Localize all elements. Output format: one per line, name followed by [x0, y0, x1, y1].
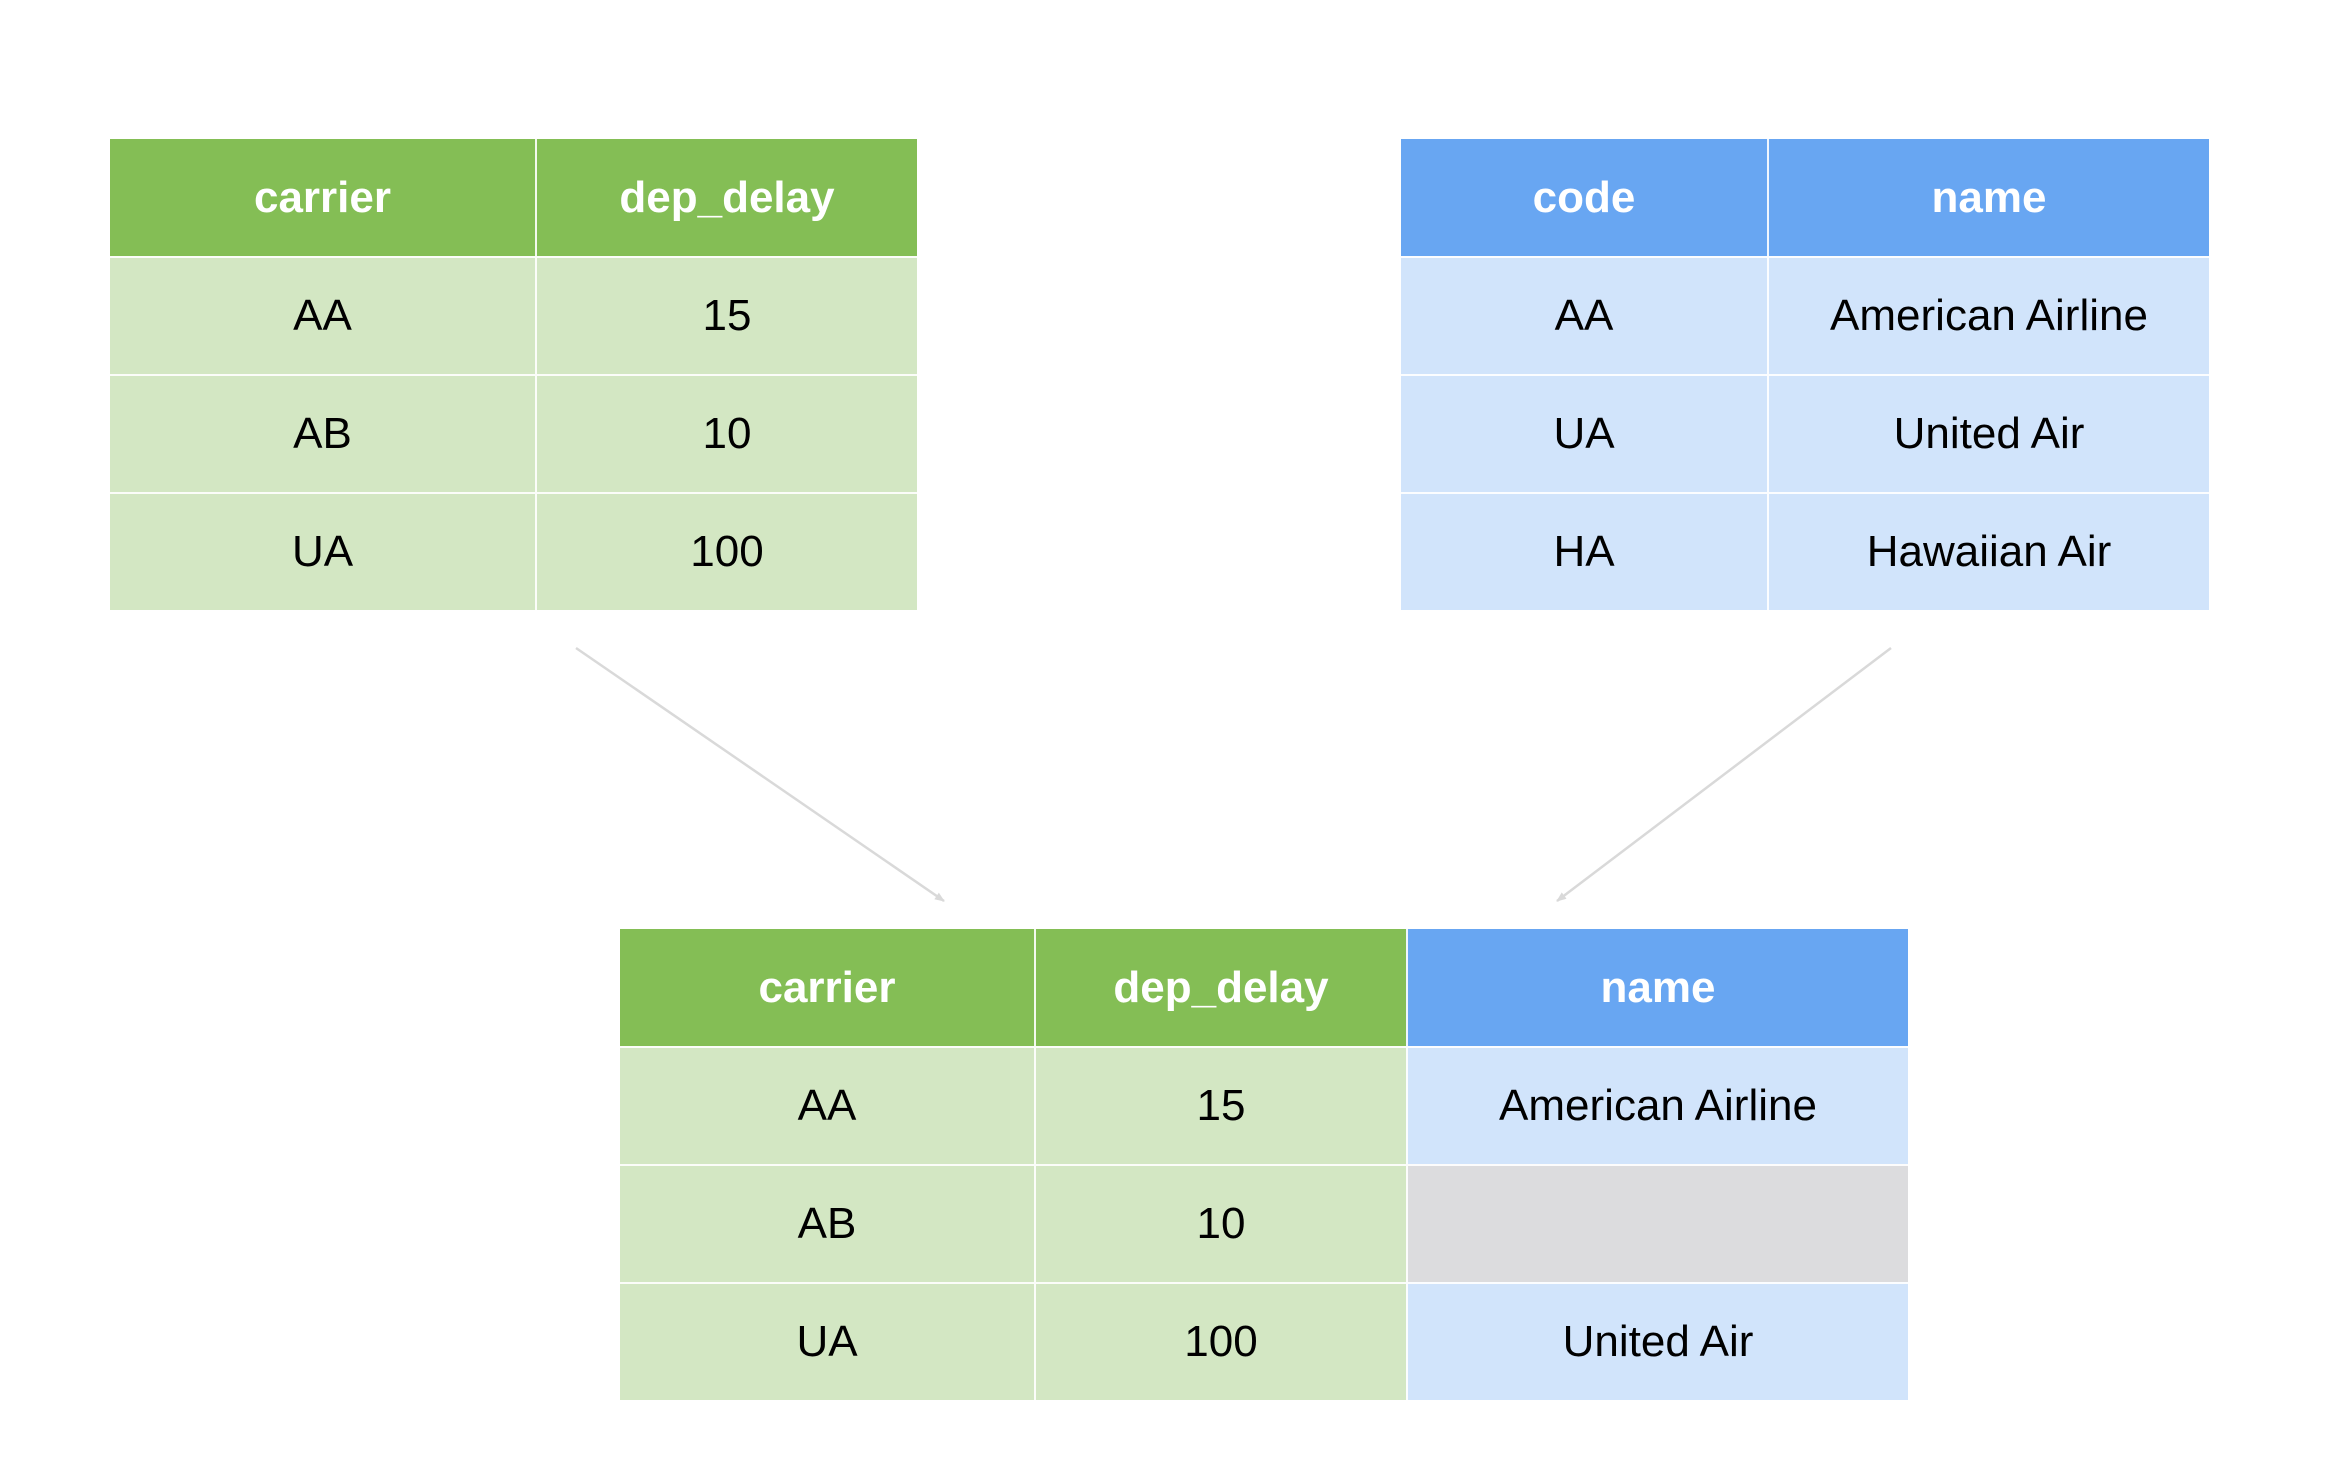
result-cell-carrier: AA	[620, 1046, 1034, 1164]
result-cell-dep-delay: 100	[1034, 1282, 1406, 1400]
result-cell-carrier: AB	[620, 1164, 1034, 1282]
result-header-name: name	[1406, 929, 1908, 1046]
left-cell-dep-delay: 15	[535, 256, 917, 374]
result-cell-dep-delay: 15	[1034, 1046, 1406, 1164]
right-header-name: name	[1767, 139, 2209, 256]
right-cell-name: United Air	[1767, 374, 2209, 492]
result-header-dep-delay: dep_delay	[1034, 929, 1406, 1046]
right-cell-code: AA	[1401, 256, 1767, 374]
left-cell-dep-delay: 100	[535, 492, 917, 610]
arrow-right-to-result	[1556, 647, 1892, 902]
result-cell-carrier: UA	[620, 1282, 1034, 1400]
right-header-code: code	[1401, 139, 1767, 256]
result-table: carrier dep_delay name AA 15 American Ai…	[620, 929, 1908, 1400]
left-header-dep-delay: dep_delay	[535, 139, 917, 256]
left-cell-carrier: AB	[110, 374, 535, 492]
result-cell-dep-delay: 10	[1034, 1164, 1406, 1282]
result-header-carrier: carrier	[620, 929, 1034, 1046]
right-cell-name: American Airline	[1767, 256, 2209, 374]
right-cell-code: UA	[1401, 374, 1767, 492]
result-cell-name: United Air	[1406, 1282, 1908, 1400]
left-header-carrier: carrier	[110, 139, 535, 256]
result-cell-name-missing	[1406, 1164, 1908, 1282]
right-cell-code: HA	[1401, 492, 1767, 610]
right-table: code name AA American Airline UA United …	[1401, 139, 2209, 610]
arrow-left-to-result	[575, 646, 945, 903]
left-table: carrier dep_delay AA 15 AB 10 UA 100	[110, 139, 917, 610]
right-cell-name: Hawaiian Air	[1767, 492, 2209, 610]
left-cell-dep-delay: 10	[535, 374, 917, 492]
result-cell-name: American Airline	[1406, 1046, 1908, 1164]
left-cell-carrier: AA	[110, 256, 535, 374]
left-cell-carrier: UA	[110, 492, 535, 610]
